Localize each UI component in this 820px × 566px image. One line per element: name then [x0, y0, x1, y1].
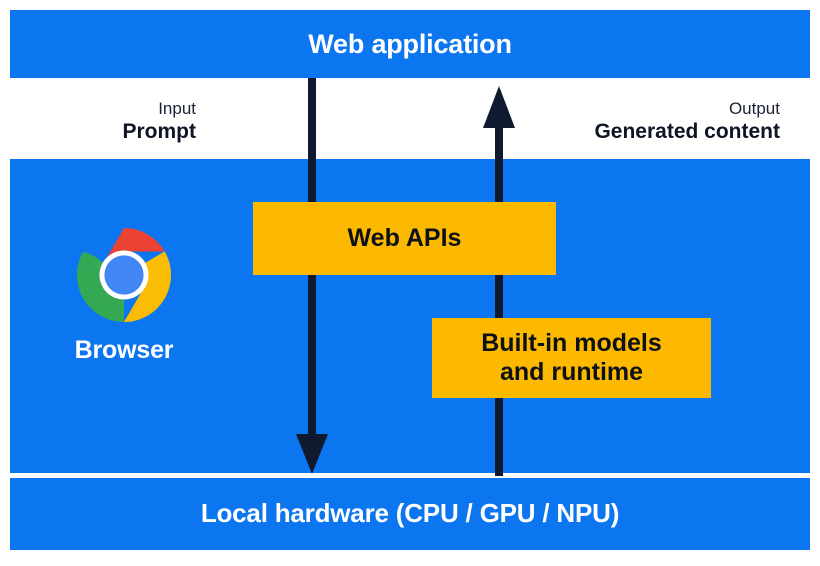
local-hardware-label: Local hardware (CPU / GPU / NPU) — [200, 498, 620, 528]
output-label-group: Output Generated content — [300, 98, 780, 145]
local-hardware-band: Local hardware (CPU / GPU / NPU) — [10, 478, 810, 550]
builtin-models-label-line1: Built-in models — [481, 328, 662, 357]
prompt-flow-arrow-down-icon — [294, 78, 330, 474]
output-kind-label: Output — [728, 99, 780, 118]
browser-label: Browser — [74, 336, 174, 364]
builtin-models-box: Built-in models and runtime — [432, 318, 711, 398]
output-value-label: Generated content — [594, 120, 780, 144]
web-application-label: Web application — [308, 29, 512, 59]
input-value-label: Prompt — [122, 120, 197, 144]
input-kind-label: Input — [158, 99, 196, 118]
browser-identity-group: Browser — [45, 226, 203, 371]
web-application-band: Web application — [10, 10, 810, 78]
web-apis-label: Web APIs — [347, 224, 462, 252]
chrome-logo-icon — [76, 227, 172, 323]
web-apis-box: Web APIs — [253, 202, 556, 275]
builtin-models-label-group: Built-in models and runtime — [481, 329, 662, 388]
generated-content-flow-arrow-up-icon — [481, 86, 517, 476]
builtin-models-label-line2: and runtime — [499, 358, 644, 386]
input-label-group: Input Prompt — [0, 98, 197, 145]
